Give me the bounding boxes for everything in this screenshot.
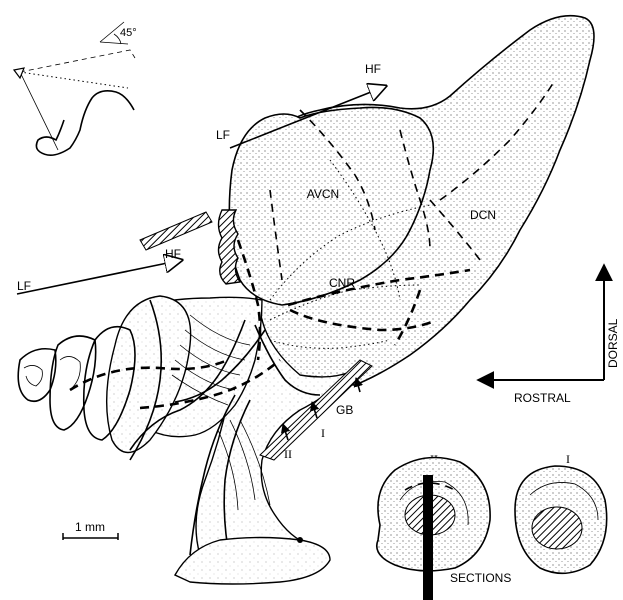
- orientation-axes: ROSTRAL DORSAL: [478, 265, 620, 405]
- root-entry-dot: [297, 537, 303, 543]
- marker-one-label: I: [321, 426, 325, 440]
- avcn-label: AVCN: [307, 187, 339, 201]
- marker-two-label: II: [284, 447, 292, 461]
- sections-label: SECTIONS: [450, 571, 511, 585]
- orientation-inset: 45°: [14, 22, 137, 155]
- hf-mid-label: HF: [165, 247, 181, 261]
- tonotopic-arrow-mid: [17, 260, 182, 294]
- dorsal-label: DORSAL: [606, 318, 620, 368]
- inset-angle-label: 45°: [120, 27, 137, 39]
- cochlea-inner-spiral: [60, 356, 80, 388]
- scale-bar: 1 mm: [63, 520, 118, 540]
- hf-mid-bar: [140, 212, 212, 250]
- section-one-label: I: [566, 452, 570, 466]
- section-one-hatched-area: [532, 507, 582, 549]
- cochlea-apex-spiral: [24, 365, 42, 386]
- scale-bar-label: 1 mm: [75, 520, 105, 534]
- section-two-cut-line: [423, 475, 433, 600]
- inset-dotted-line: [20, 72, 128, 88]
- rostral-label: ROSTRAL: [514, 391, 571, 405]
- inset-dashed-line: [20, 50, 135, 72]
- dcn-label: DCN: [470, 208, 496, 222]
- hf-top-label: HF: [365, 62, 381, 76]
- gb-label: GB: [336, 403, 353, 417]
- lf-mid-label: LF: [17, 279, 31, 293]
- sections-panel: II I SECTIONS: [377, 452, 607, 600]
- lf-top-label: LF: [216, 128, 230, 142]
- cochlea-coil-inner: [50, 336, 96, 430]
- cnr-label: CNR: [329, 276, 355, 290]
- inset-skull-outline: [36, 91, 134, 155]
